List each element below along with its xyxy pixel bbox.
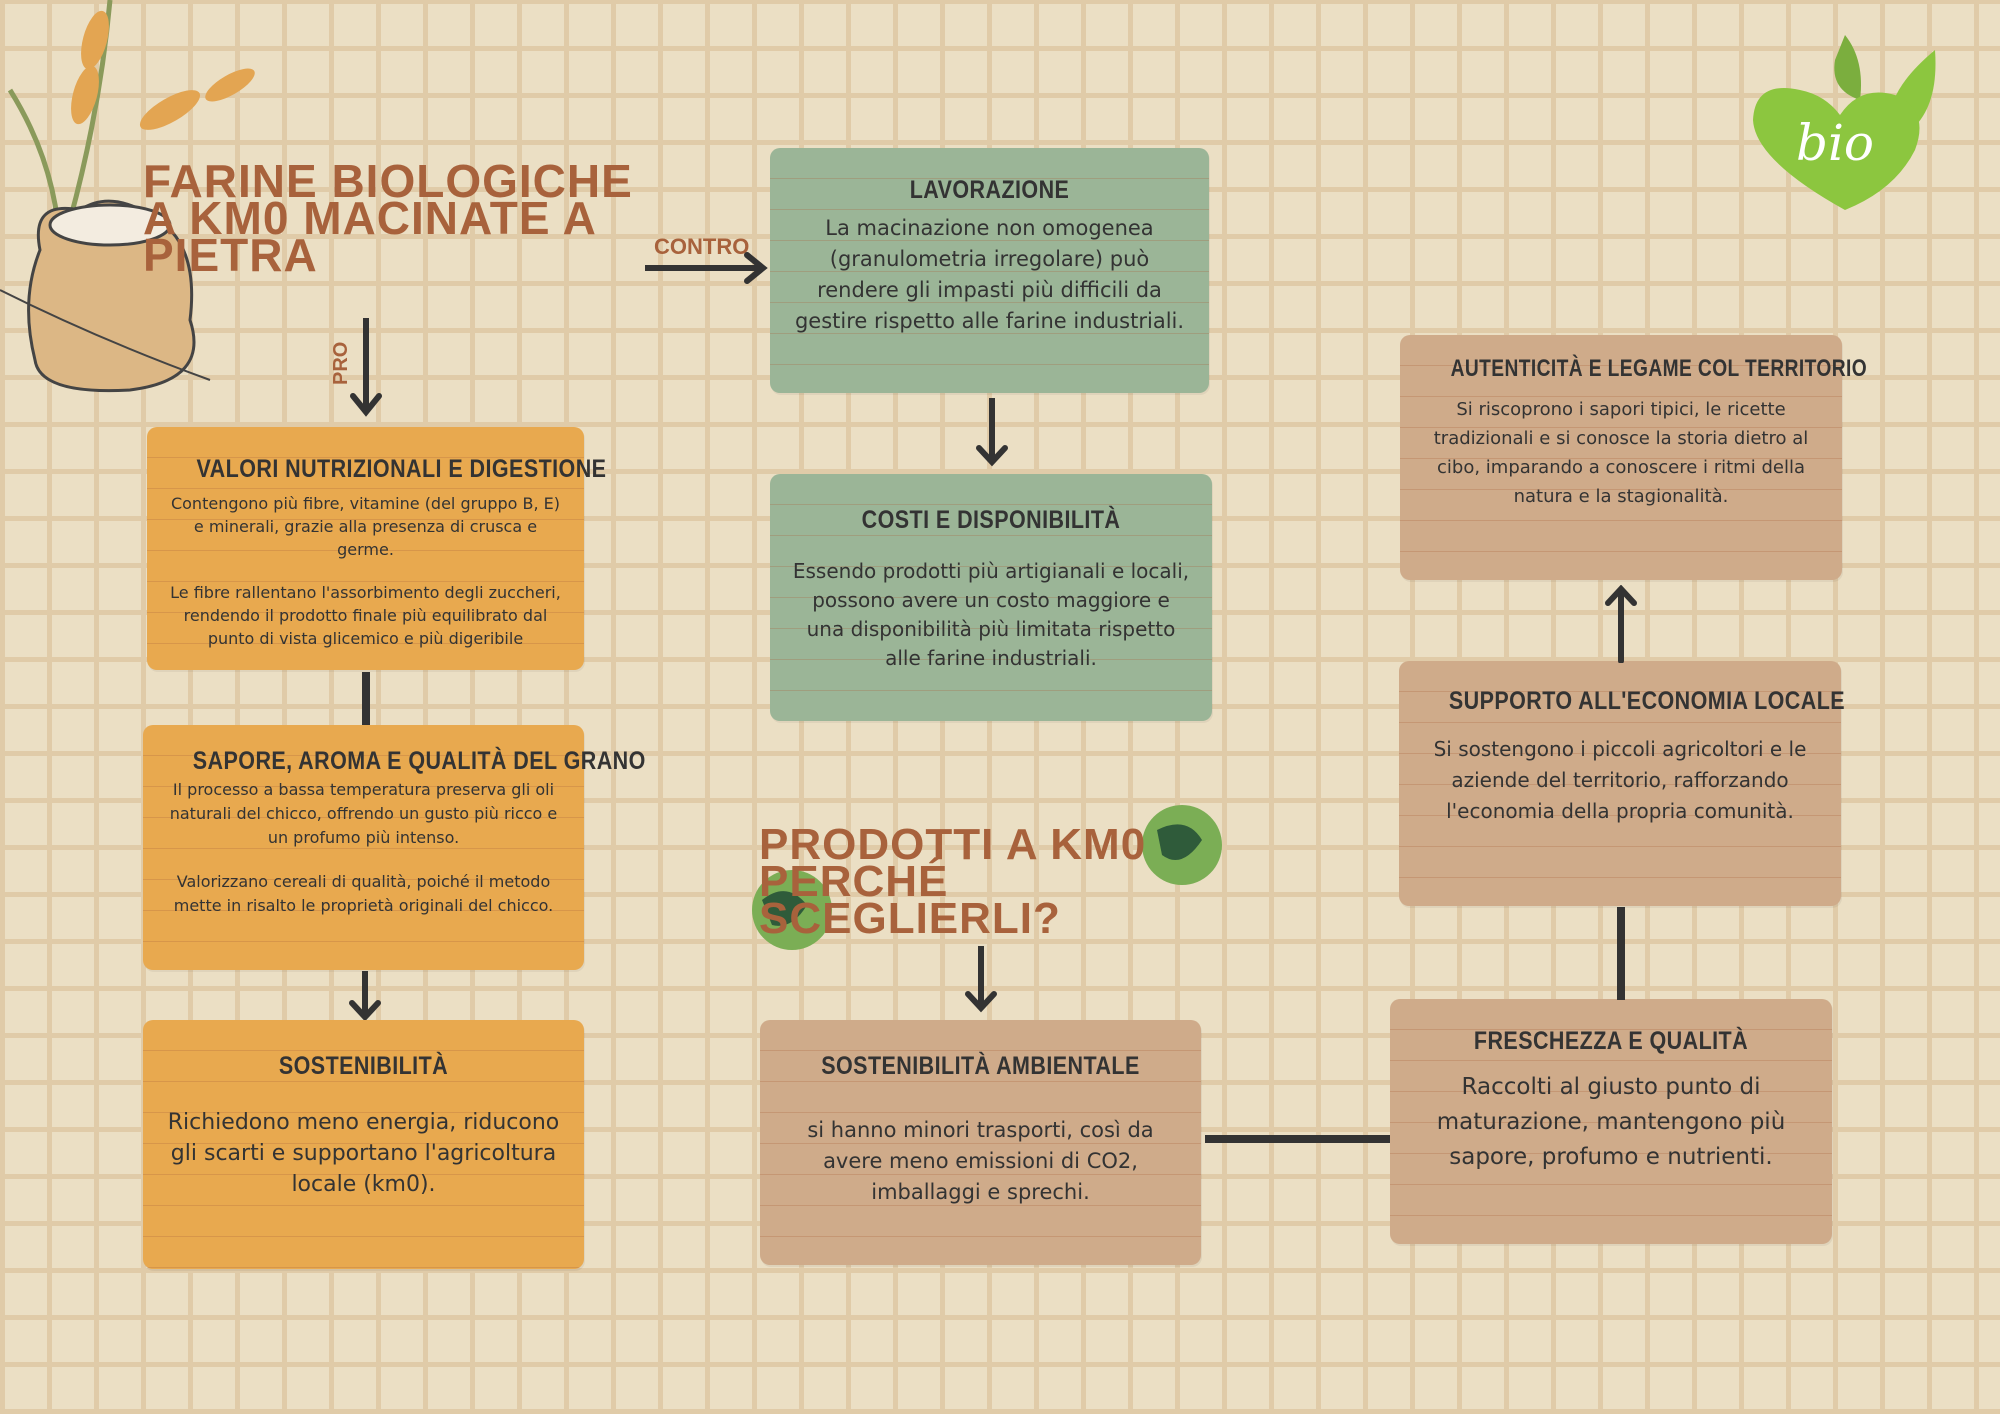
box-title: SAPORE, AROMA E QUALITÀ DEL GRANO xyxy=(192,747,646,775)
box-title: COSTI E DISPONIBILITÀ xyxy=(861,506,1121,534)
arrow-down-icon xyxy=(965,946,997,1013)
arrow-right-icon xyxy=(645,252,768,284)
contro-box-costs: COSTI E DISPONIBILITÀ Essendo prodotti p… xyxy=(770,474,1212,721)
km0-box-environment: SOSTENIBILITÀ AMBIENTALE si hanno minori… xyxy=(760,1020,1201,1265)
box-text: Le fibre rallentano l'assorbimento degli… xyxy=(170,583,561,648)
box-text: Essendo prodotti più artigianali e local… xyxy=(792,559,1190,670)
km0-subtitle: PRODOTTI A KM0 PERCHÉ SCEGLIERLI? xyxy=(759,820,1147,943)
box-text: Richiedono meno energia, riducono gli sc… xyxy=(167,1110,560,1197)
connector-line xyxy=(362,672,370,726)
arrow-down-icon xyxy=(349,971,381,1022)
wheat-sack-illustration xyxy=(0,0,255,393)
box-text: si hanno minori trasporti, così da avere… xyxy=(807,1118,1154,1204)
connector-line xyxy=(1617,907,1625,1000)
box-text: Raccolti al giusto punto di maturazione,… xyxy=(1436,1074,1786,1170)
km0-box-authenticity: AUTENTICITÀ E LEGAME COL TERRITORIO Si r… xyxy=(1400,335,1868,580)
box-text: Il processo a bassa temperatura preserva… xyxy=(169,780,558,847)
pro-box-sustainability: SOSTENIBILITÀ Richiedono meno energia, r… xyxy=(143,1020,584,1269)
contro-box-processing: LAVORAZIONE La macinazione non omogenea … xyxy=(770,148,1209,393)
box-text: Si sostengono i piccoli agricoltori e le… xyxy=(1433,737,1807,823)
main-title: FARINE BIOLOGICHE A KM0 MACINATE A PIETR… xyxy=(143,155,633,281)
box-text: Contengono più fibre, vitamine (del grup… xyxy=(170,494,561,559)
km0-box-freshness: FRESCHEZZA E QUALITÀ Raccolti al giusto … xyxy=(1390,999,1832,1244)
box-title: LAVORAZIONE xyxy=(909,176,1070,204)
globe-icons xyxy=(752,805,1222,950)
bio-logo: bio xyxy=(1753,35,1936,210)
box-title: SUPPORTO ALL'ECONOMIA LOCALE xyxy=(1448,687,1846,715)
arrow-down-icon xyxy=(350,318,382,417)
arrow-up-icon xyxy=(1605,585,1637,663)
pro-box-nutrition: VALORI NUTRIZIONALI E DIGESTIONE Conteng… xyxy=(147,427,607,670)
box-text: Valorizzano cereali di qualità, poiché i… xyxy=(173,872,554,915)
box-title: SOSTENIBILITÀ xyxy=(278,1052,449,1080)
contro-label: CONTRO xyxy=(654,234,750,259)
box-text: Si riscoprono i sapori tipici, le ricett… xyxy=(1433,399,1809,507)
bio-logo-text: bio xyxy=(1796,114,1874,172)
arrow-down-icon xyxy=(976,398,1008,467)
km0-box-local-economy: SUPPORTO ALL'ECONOMIA LOCALE Si sostengo… xyxy=(1399,661,1846,906)
box-title: FRESCHEZZA E QUALITÀ xyxy=(1473,1027,1749,1055)
box-title: AUTENTICITÀ E LEGAME COL TERRITORIO xyxy=(1450,355,1868,382)
pro-box-flavor: SAPORE, AROMA E QUALITÀ DEL GRANO Il pro… xyxy=(143,725,646,970)
box-title: VALORI NUTRIZIONALI E DIGESTIONE xyxy=(196,455,607,483)
box-title: SOSTENIBILITÀ AMBIENTALE xyxy=(821,1052,1140,1080)
connector-line xyxy=(1205,1135,1391,1143)
box-text: La macinazione non omogenea (granulometr… xyxy=(794,216,1185,333)
